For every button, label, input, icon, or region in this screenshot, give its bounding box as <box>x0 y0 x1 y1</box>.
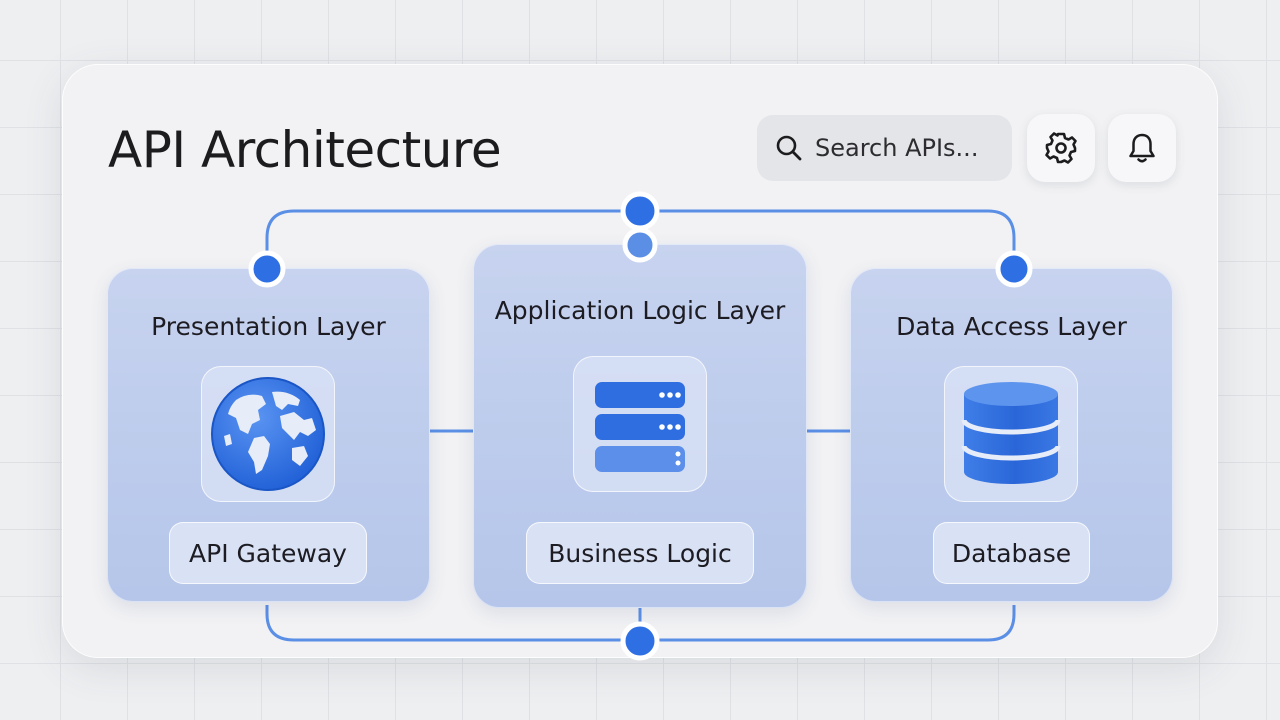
icon-tile <box>201 366 335 502</box>
data-top-node <box>995 250 1033 288</box>
search-icon <box>776 135 802 161</box>
search-box[interactable] <box>757 115 1012 181</box>
data-access-layer-card: Data Access Layer Database <box>850 268 1173 602</box>
layer-title: Application Logic Layer <box>494 296 786 325</box>
layer-title: Data Access Layer <box>896 312 1127 341</box>
application-logic-layer-card: Application Logic Layer Business Logic <box>473 244 807 608</box>
database-button[interactable]: Database <box>933 522 1090 584</box>
notifications-button[interactable] <box>1108 114 1176 182</box>
presentation-top-node <box>248 250 286 288</box>
icon-tile <box>573 356 707 492</box>
search-input[interactable] <box>815 134 1005 162</box>
presentation-layer-card: Presentation Layer API Gateway <box>107 268 430 602</box>
bell-icon <box>1129 133 1155 163</box>
icon-tile <box>944 366 1078 502</box>
settings-button[interactable] <box>1027 114 1095 182</box>
page-title: API Architecture <box>108 121 502 179</box>
layer-title: Presentation Layer <box>151 312 386 341</box>
bottom-center-node <box>620 621 660 661</box>
top-center-node <box>620 191 660 231</box>
server-stack-icon <box>595 382 685 472</box>
application-top-node <box>622 227 658 263</box>
globe-icon <box>211 377 325 491</box>
gear-icon <box>1045 132 1077 164</box>
api-gateway-button[interactable]: API Gateway <box>169 522 367 584</box>
database-icon <box>961 382 1061 484</box>
business-logic-button[interactable]: Business Logic <box>526 522 754 584</box>
